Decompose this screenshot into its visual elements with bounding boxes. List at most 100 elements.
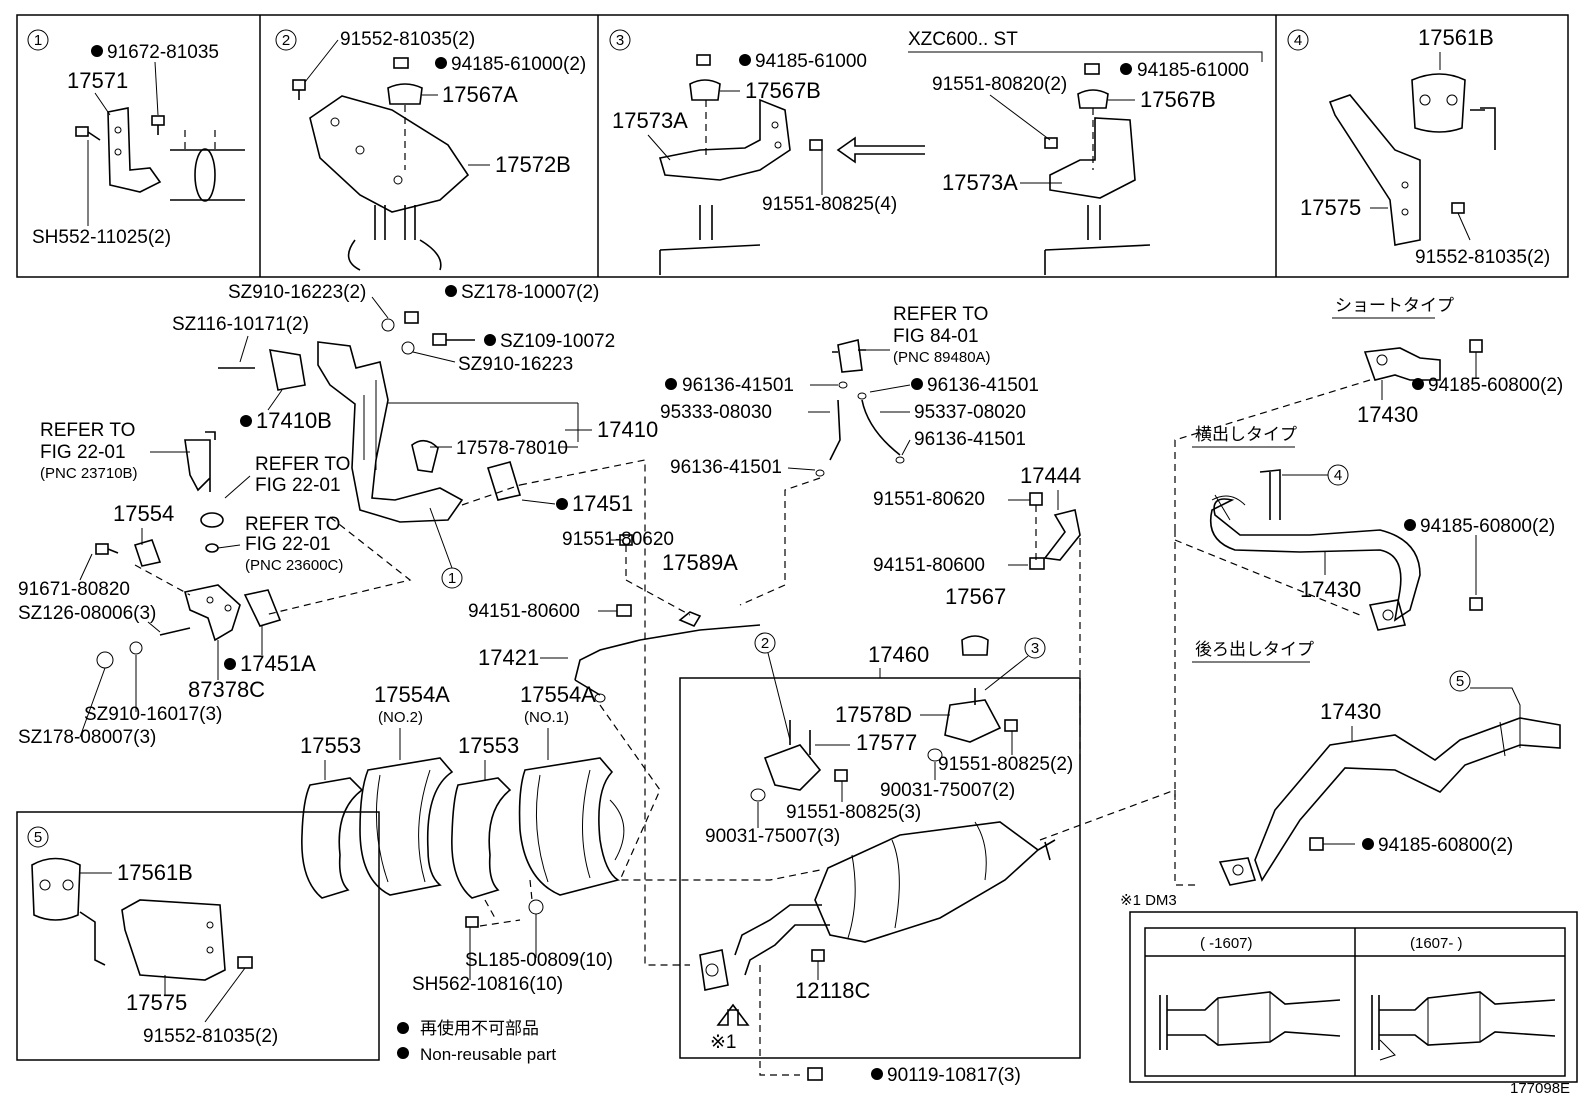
svg-text:12118C: 12118C	[795, 978, 871, 1003]
hose-and-sensor-group: REFER TO FIG 84-01 (PNC 89480A) 96136-41…	[660, 304, 1039, 606]
washer-icon	[129, 641, 143, 655]
bolt-icon	[811, 949, 825, 962]
dm3-pipe-before-1607	[1159, 991, 1341, 1050]
svg-text:(NO.2): (NO.2)	[378, 709, 423, 726]
svg-text:後ろ出しタイプ: 後ろ出しタイプ	[1195, 640, 1314, 659]
pipe-section	[170, 130, 245, 202]
bracket-87378c	[184, 584, 241, 642]
tailpipe-side-type: 横出しタイプ 4 17430 94185-60800(2)	[1174, 425, 1555, 631]
bracket-17573a	[1049, 117, 1136, 199]
svg-text:(PNC 23600C): (PNC 23600C)	[245, 557, 343, 574]
svg-text:91551-80825(4): 91551-80825(4)	[762, 194, 897, 215]
flange-icon	[699, 949, 729, 991]
bolt-icon	[1044, 137, 1058, 149]
bracket-17444	[1043, 509, 1081, 561]
bolt-icon	[834, 769, 848, 782]
svg-text:91552-81035(2): 91552-81035(2)	[143, 1026, 278, 1047]
legend: 再使用不可部品 Non-reusable part	[397, 1018, 556, 1064]
svg-text:3: 3	[1031, 640, 1039, 657]
svg-text:95333-08030: 95333-08030	[660, 402, 772, 423]
bolt-icon	[75, 115, 165, 141]
nut-icon	[1469, 339, 1483, 353]
svg-text:91551-80825(3): 91551-80825(3)	[786, 802, 921, 823]
svg-text:17430: 17430	[1320, 699, 1381, 724]
svg-text:SZ109-10072: SZ109-10072	[500, 331, 615, 352]
oxygen-sensor-icon	[184, 431, 216, 492]
svg-text:17451: 17451	[572, 491, 633, 516]
svg-text:17430: 17430	[1300, 577, 1361, 602]
svg-text:SZ126-08006(3): SZ126-08006(3)	[18, 603, 156, 624]
svg-text:XZC600.. ST: XZC600.. ST	[908, 29, 1018, 50]
svg-text:17589A: 17589A	[662, 550, 738, 575]
cushion-17567	[961, 635, 989, 656]
svg-text:91551-80620: 91551-80620	[873, 489, 985, 510]
svg-text:95337-08020: 95337-08020	[914, 402, 1026, 423]
svg-text:91552-81035(2): 91552-81035(2)	[340, 29, 475, 50]
svg-text:(1607- ): (1607- )	[1410, 935, 1463, 952]
svg-text:2: 2	[282, 32, 290, 49]
bolt-icon	[809, 139, 823, 151]
svg-text:4: 4	[1294, 32, 1302, 49]
bolt-icon	[237, 956, 253, 969]
svg-text:90119-10817(3): 90119-10817(3)	[887, 1065, 1021, 1086]
svg-text:91672-81035: 91672-81035	[107, 42, 219, 63]
nut-icon	[1029, 557, 1045, 570]
svg-text:2: 2	[761, 635, 769, 652]
svg-text:91552-81035(2): 91552-81035(2)	[1415, 247, 1550, 268]
dm3-pipe-after-1607	[1371, 991, 1556, 1061]
stud-bolt-icon	[159, 627, 191, 636]
svg-text:17460: 17460	[868, 642, 929, 667]
svg-text:17567A: 17567A	[442, 82, 518, 107]
nut-icon	[616, 604, 632, 617]
bracket-17575	[1328, 94, 1421, 246]
tailpipe-17430-side	[1210, 498, 1421, 622]
bracket-17571	[107, 107, 162, 193]
dm3-variant-box: ※1 DM3 ( -1607) (1607- )	[1120, 892, 1578, 1083]
nut-icon	[1469, 597, 1483, 611]
svg-text:SZ910-16017(3): SZ910-16017(3)	[84, 704, 222, 725]
inset-box-5: 5 17561B 17575 91552-81035(2)	[16, 811, 380, 1061]
svg-text:5: 5	[34, 829, 42, 846]
bolt-icon	[95, 543, 109, 555]
svg-text:91671-80820: 91671-80820	[18, 579, 130, 600]
insulator-17553	[451, 777, 512, 899]
svg-text:SZ178-08007(3): SZ178-08007(3)	[18, 727, 156, 748]
svg-text:FIG 84-01: FIG 84-01	[893, 326, 979, 347]
svg-text:17573A: 17573A	[942, 170, 1018, 195]
bracket-17573a	[658, 98, 791, 181]
heat-insulator-17554	[133, 539, 162, 567]
svg-text:96136-41501: 96136-41501	[682, 375, 794, 396]
svg-text:17444: 17444	[1020, 463, 1081, 488]
svg-text:96136-41501: 96136-41501	[670, 457, 782, 478]
svg-text:SZ910-16223: SZ910-16223	[458, 354, 573, 375]
svg-text:3: 3	[616, 32, 624, 49]
svg-text:SH552-11025(2): SH552-11025(2)	[32, 227, 171, 248]
gasket-17451	[486, 461, 522, 501]
inset-box-4: 4 17561B 17575 91552-81035(2)	[1287, 25, 1550, 268]
pressure-sensor-icon	[832, 339, 866, 373]
arrow-up-icon	[716, 1003, 750, 1026]
svg-text:17553: 17553	[458, 733, 519, 758]
svg-text:17561B: 17561B	[1418, 25, 1494, 50]
flange-icon	[1218, 857, 1257, 886]
bracket-17589a	[678, 611, 702, 628]
clamp-17578	[411, 439, 439, 473]
svg-text:17575: 17575	[126, 990, 187, 1015]
svg-text:17451A: 17451A	[240, 651, 316, 676]
flange-icon	[1368, 599, 1407, 631]
svg-text:FIG 22-01: FIG 22-01	[255, 475, 341, 496]
figure-id: 177098E	[1510, 1080, 1570, 1097]
muffler-17460	[699, 821, 1056, 991]
cushion-17567a	[387, 83, 423, 105]
washer-icon	[401, 341, 415, 355]
tailpipe-17430-rear	[1254, 717, 1561, 882]
front-exhaust-pipe-17410	[317, 341, 464, 523]
bolt-icon	[465, 916, 479, 928]
svg-text:17571: 17571	[67, 68, 128, 93]
gasket-icon	[200, 512, 224, 528]
svg-text:96136-41501: 96136-41501	[914, 429, 1026, 450]
svg-text:FIG 22-01: FIG 22-01	[40, 442, 126, 463]
svg-text:96136-41501: 96136-41501	[927, 375, 1039, 396]
svg-text:17578D: 17578D	[835, 702, 912, 727]
svg-text:17575: 17575	[1300, 195, 1361, 220]
